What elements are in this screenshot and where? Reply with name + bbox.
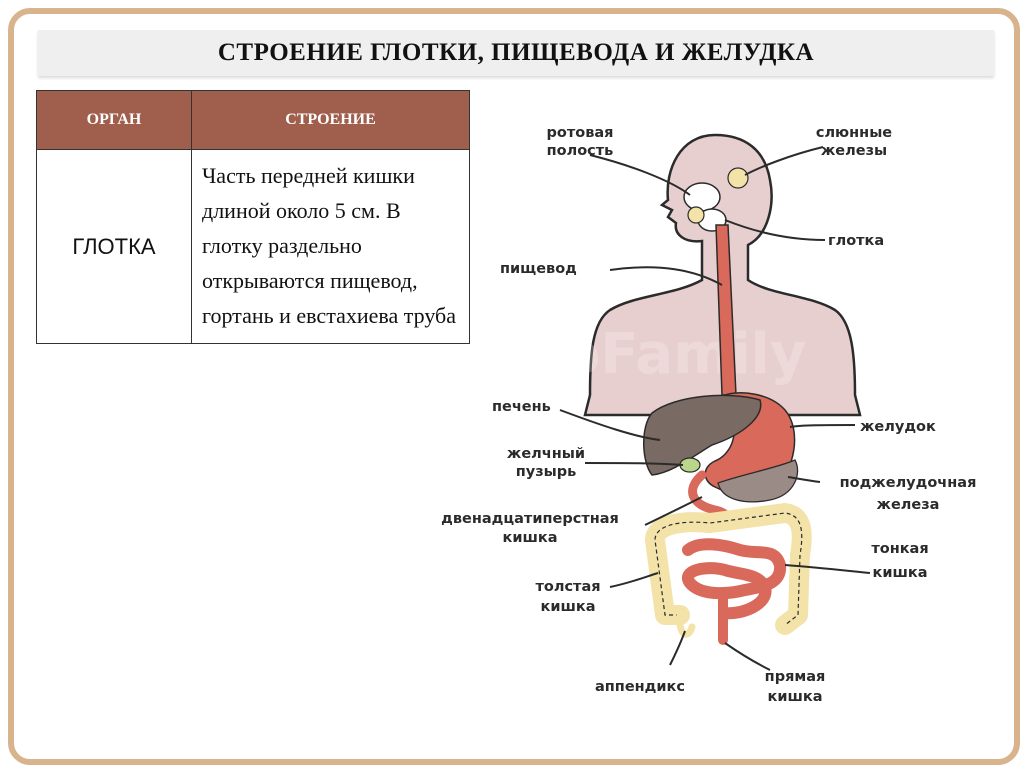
label-salivary-2: железы <box>821 143 887 159</box>
label-appendix: аппендикс <box>595 679 685 695</box>
label-pharynx: глотка <box>828 233 884 249</box>
header-organ: ОРГАН <box>36 90 192 150</box>
organ-table: ОРГАН СТРОЕНИЕ ГЛОТКА Часть передней киш… <box>36 90 470 344</box>
label-gallbladder-1: желчный <box>507 446 585 462</box>
description-cell: Часть передней кишки длиной около 5 см. … <box>191 149 470 344</box>
slide-title: СТРОЕНИЕ ГЛОТКИ, ПИЩЕВОДА И ЖЕЛУДКА <box>217 39 815 66</box>
salivary-gland-shape <box>687 206 705 224</box>
watermark: BioFamily <box>500 322 806 387</box>
label-esophagus: пищевод <box>500 261 577 277</box>
label-duodenum-2: кишка <box>502 530 557 546</box>
header-structure: СТРОЕНИЕ <box>191 90 470 150</box>
label-stomach: желудок <box>860 419 936 435</box>
label-duodenum-1: двенадцатиперстная <box>441 511 619 527</box>
salivary-gland-shape <box>727 167 749 189</box>
label-large-intestine-2: кишка <box>540 599 595 615</box>
large-intestine-outline <box>654 512 803 626</box>
label-oral-cavity-2: полость <box>547 143 614 159</box>
label-small-intestine-1: тонкая <box>871 541 928 557</box>
label-liver: печень <box>492 399 551 415</box>
label-salivary-1: слюнные <box>816 125 892 141</box>
label-pancreas-1: поджелудочная <box>840 475 977 491</box>
leader-lines <box>559 146 871 671</box>
label-rectum-1: прямая <box>765 669 826 685</box>
digestive-system-diagram: BioFamily <box>440 95 1020 745</box>
label-pancreas-2: железа <box>877 497 940 513</box>
label-small-intestine-2: кишка <box>872 565 927 581</box>
oral-cavity-shape <box>683 182 721 212</box>
pancreas-shape <box>717 459 799 503</box>
table-row: ГЛОТКА Часть передней кишки длиной около… <box>36 149 470 344</box>
organ-cell: ГЛОТКА <box>36 149 192 344</box>
diagram-svg: BioFamily <box>441 125 977 705</box>
label-oral-cavity-1: ротовая <box>547 125 614 141</box>
label-gallbladder-2: пузырь <box>516 464 577 480</box>
liver-shape <box>643 394 762 476</box>
label-large-intestine-1: толстая <box>535 579 600 595</box>
label-rectum-2: кишка <box>767 689 822 705</box>
small-intestine-shape <box>681 538 786 620</box>
title-bar: СТРОЕНИЕ ГЛОТКИ, ПИЩЕВОДА И ЖЕЛУДКА <box>38 30 994 76</box>
